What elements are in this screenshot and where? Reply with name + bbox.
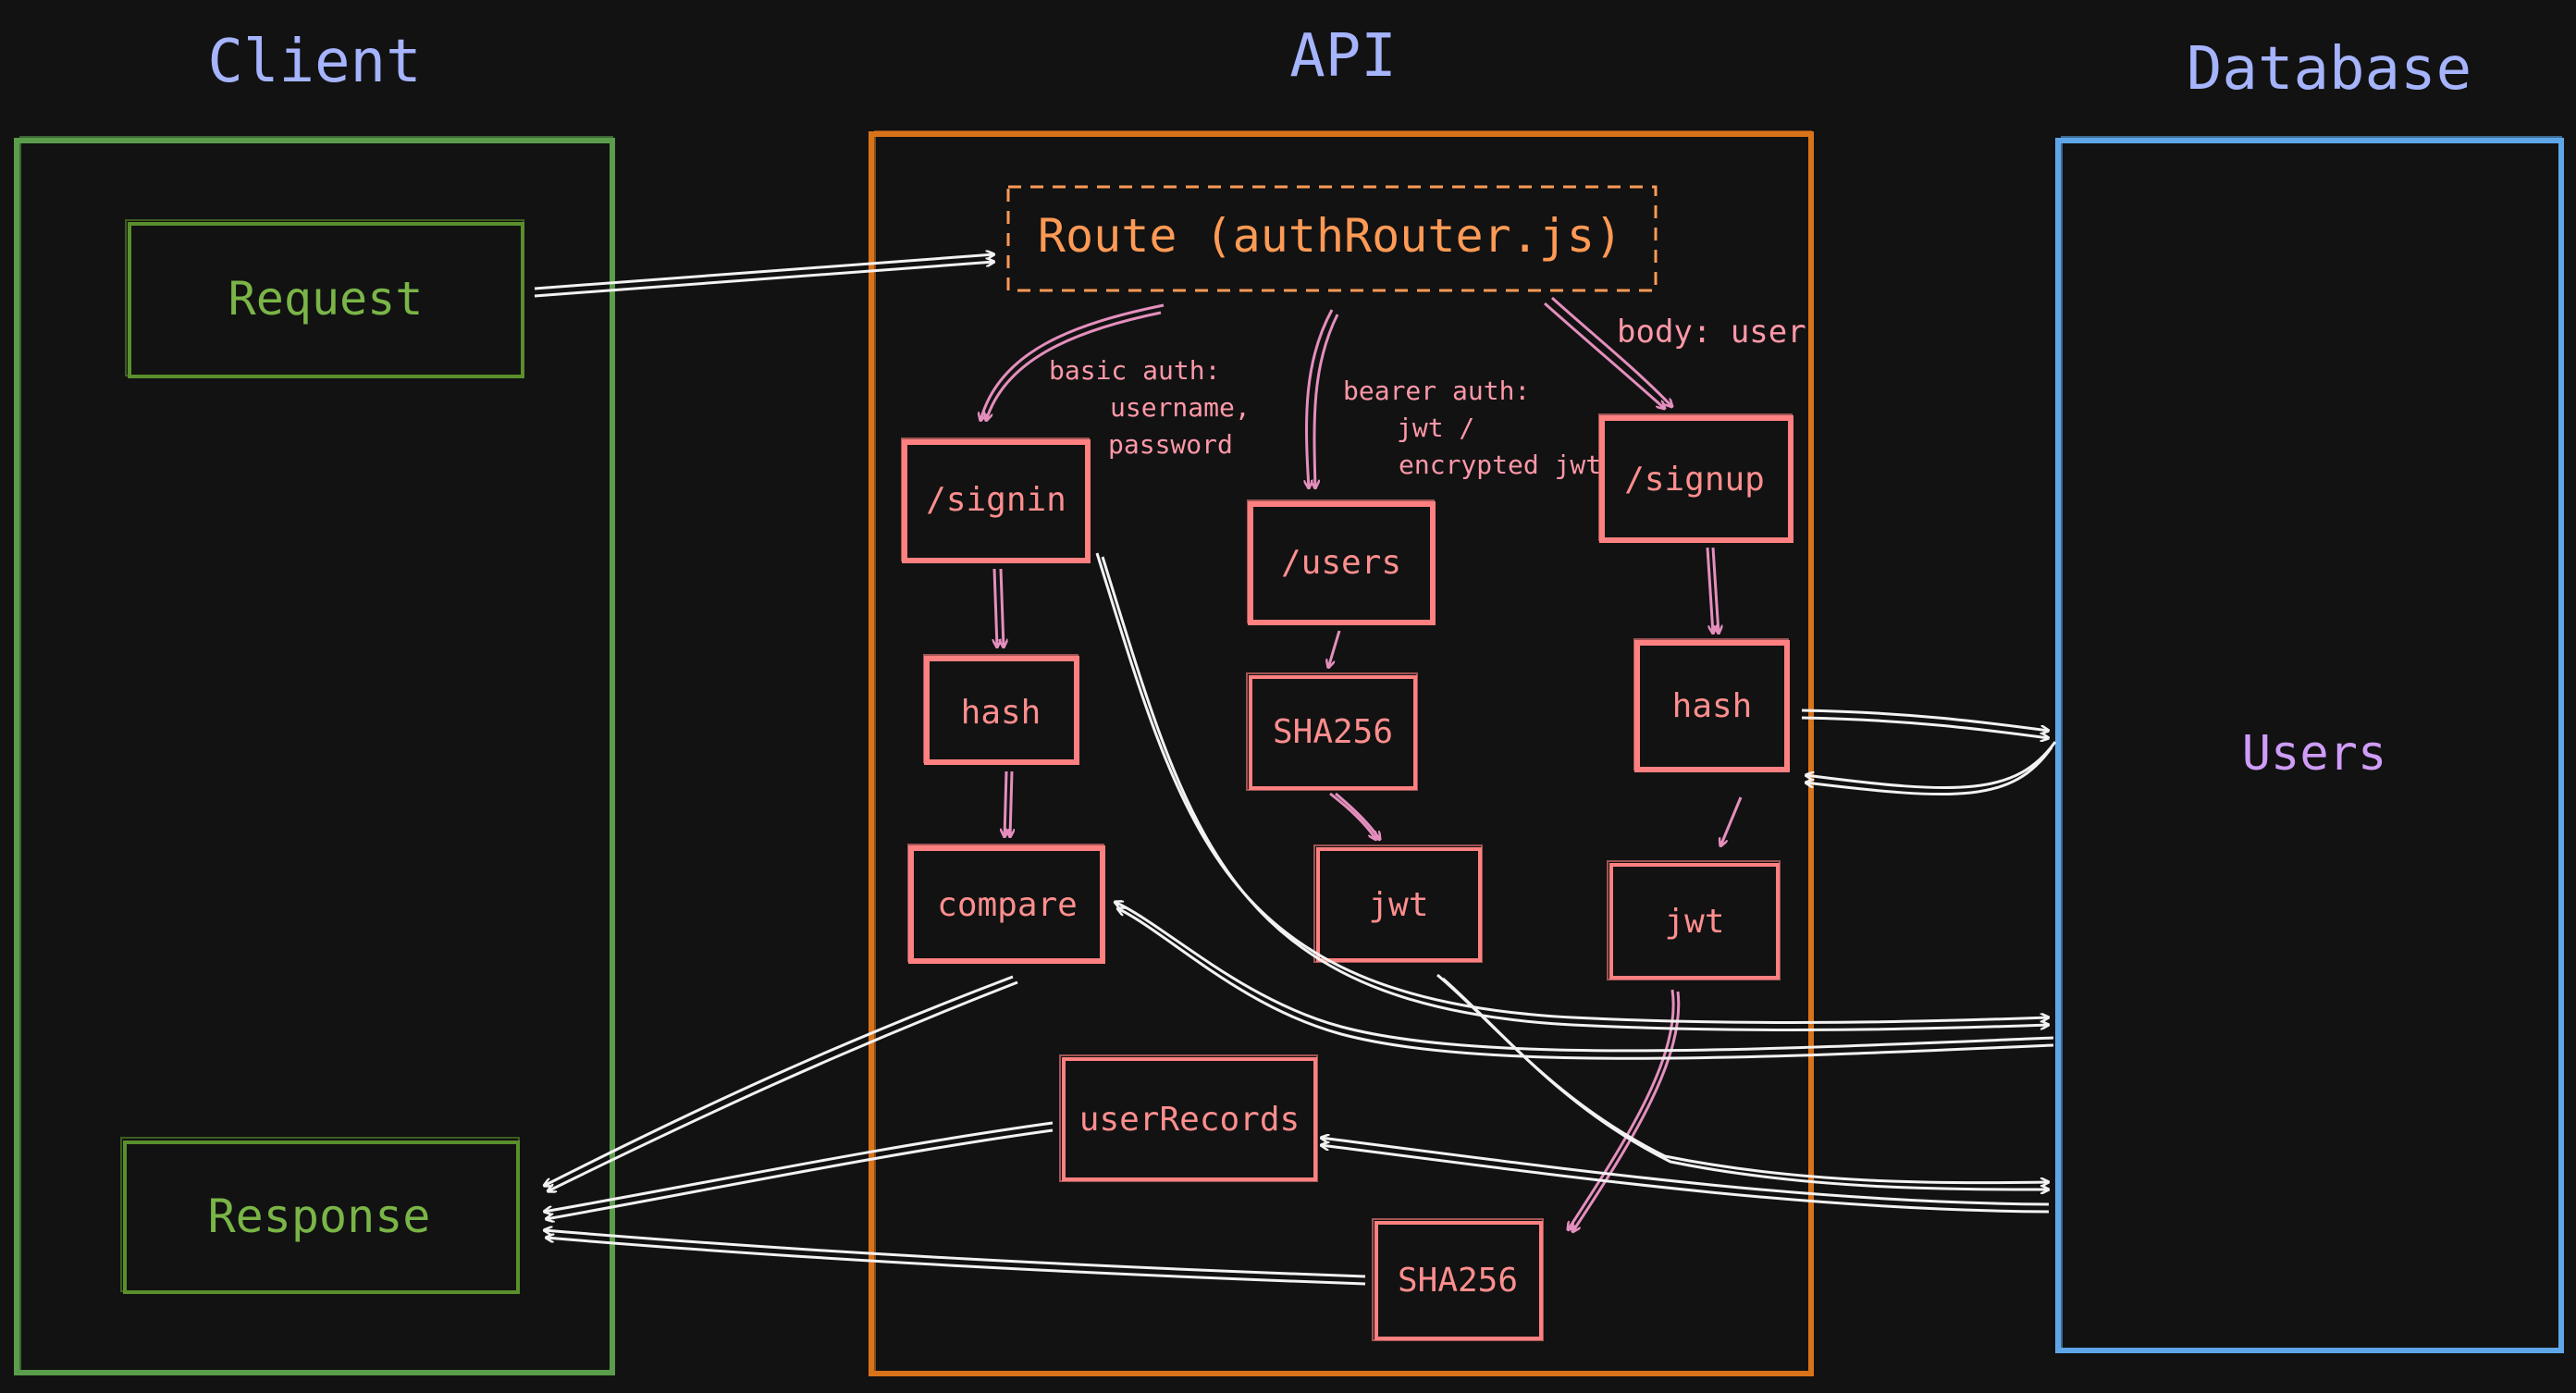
jwt-users-label: jwt — [1368, 886, 1428, 924]
hash-signup-label: hash — [1672, 687, 1753, 725]
jwt-signup-node: jwt — [1607, 860, 1781, 980]
response-node: Response — [120, 1137, 520, 1294]
database-container — [2055, 136, 2564, 1353]
signin-node: /signin — [901, 438, 1091, 563]
route-label: Route (authRouter.js) — [1038, 209, 1622, 263]
svg-text:password: password — [1108, 429, 1233, 460]
client-container — [14, 136, 615, 1375]
users-route-node: /users — [1247, 499, 1436, 625]
svg-text:jwt /: jwt / — [1397, 413, 1474, 443]
request-label: Request — [228, 272, 424, 326]
api-container — [869, 130, 1814, 1376]
signin-label: /signin — [926, 481, 1066, 519]
svg-text:basic auth:: basic auth: — [1049, 355, 1220, 386]
bearer-auth-note: bearer auth: jwt / encrypted jwt — [1343, 376, 1601, 480]
api-column-title: API — [1289, 22, 1397, 91]
hash-signup-node: hash — [1633, 638, 1790, 772]
pink-arrows — [980, 296, 1743, 1232]
signup-label: /signup — [1624, 461, 1765, 499]
user-records-label: userRecords — [1079, 1101, 1300, 1139]
database-column-title: Database — [2187, 35, 2471, 104]
request-node: Request — [125, 219, 524, 378]
user-records-node: userRecords — [1059, 1054, 1318, 1182]
svg-text:bearer auth:: bearer auth: — [1343, 376, 1530, 406]
sha256-bottom-label: SHA256 — [1398, 1262, 1518, 1300]
sha256-users-node: SHA256 — [1246, 672, 1418, 791]
svg-text:encrypted jwt: encrypted jwt — [1399, 450, 1601, 480]
compare-node: compare — [907, 844, 1105, 964]
white-arrows — [534, 254, 2057, 1286]
hash-signin-label: hash — [961, 694, 1041, 732]
jwt-signup-label: jwt — [1664, 903, 1724, 941]
users-route-label: /users — [1281, 544, 1401, 582]
users-table-label: Users — [2242, 726, 2387, 782]
route-node: Route (authRouter.js) — [1006, 185, 1658, 292]
sha256-bottom-node: SHA256 — [1372, 1218, 1544, 1341]
basic-auth-note: basic auth: username, password — [1049, 355, 1251, 460]
svg-text:username,: username, — [1110, 392, 1251, 423]
signup-node: /signup — [1598, 413, 1793, 543]
hash-signin-node: hash — [923, 654, 1079, 765]
client-column-title: Client — [207, 28, 421, 96]
body-user-note: body: user — [1617, 314, 1806, 351]
jwt-users-node: jwt — [1313, 844, 1483, 963]
compare-label: compare — [937, 886, 1078, 924]
response-label: Response — [208, 1190, 431, 1243]
sha256-users-label: SHA256 — [1273, 713, 1393, 751]
